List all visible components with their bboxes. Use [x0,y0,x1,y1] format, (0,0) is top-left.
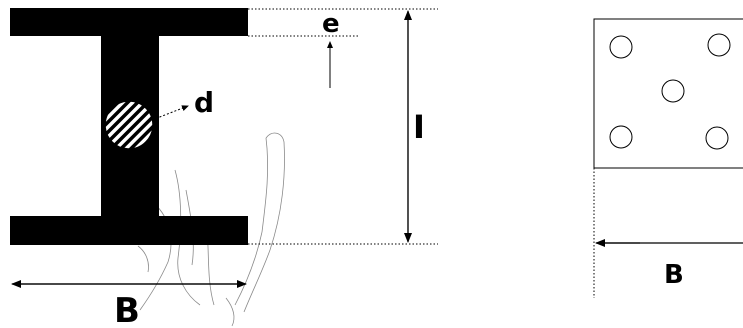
i-beam-section [10,8,248,245]
dimension-e: e [248,8,438,88]
hole-bottom-right [705,126,729,150]
hole-center [661,79,685,103]
label-d: d [194,86,214,119]
dimension-height: I [248,10,438,245]
bottom-flange [10,216,248,245]
label-beam-width: B [114,291,140,328]
label-plate-width: B [664,260,684,290]
rebar-hatched-circle [104,100,154,150]
hole-top-right [707,33,731,57]
top-flange [10,8,248,36]
label-e: e [322,9,340,39]
dimension-d: d [151,86,214,121]
dimension-beam-width: B [11,280,247,328]
plate-top-view: B [593,18,743,298]
hole-bottom-left [609,125,633,149]
label-height: I [413,108,425,146]
hole-top-left [609,35,633,59]
